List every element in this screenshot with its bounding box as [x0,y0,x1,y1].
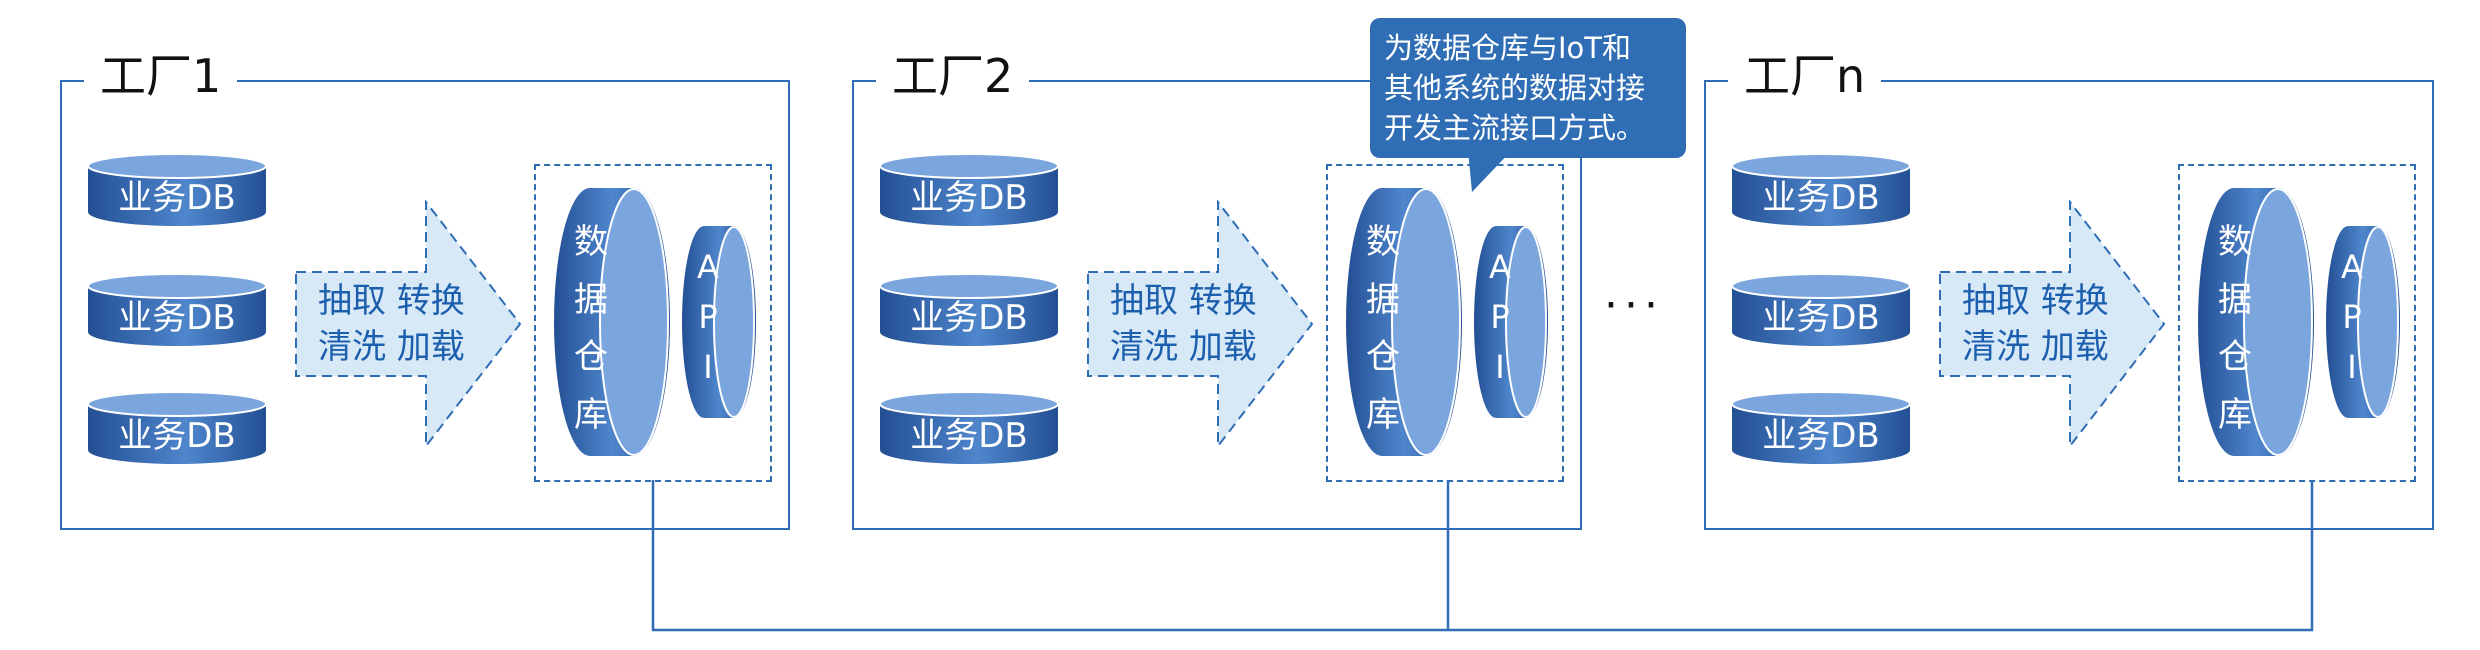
db-label: 业务DB [1762,178,1880,218]
callout-line: 开发主流接口方式。 [1384,111,1646,145]
api-cylinder: A P I [1474,224,1548,420]
db-label: 业务DB [910,178,1028,218]
api-label: A P I [2341,248,2363,386]
warehouse-group: 数 据 仓 库 A P I [2178,164,2416,482]
ellipsis: ··· [1604,280,1664,331]
factory-panel-2: 工厂2 业务DB 业务DB 业务DB 抽取 转换 清洗 加载 数 据 仓 库 [852,36,1582,530]
warehouse-group: 数 据 仓 库 A P I [1326,164,1564,482]
business-db-cylinder: 业务DB [878,152,1060,228]
etl-arrow: 抽取 转换 清洗 加载 [1086,200,1314,448]
etl-label: 抽取 转换 清洗 加载 [1962,281,2109,367]
api-cylinder: A P I [682,224,756,420]
factory-title: 工厂1 [84,36,238,116]
etl-label: 抽取 转换 清洗 加载 [318,281,465,367]
business-db-cylinder: 业务DB [1730,272,1912,348]
business-db-cylinder: 业务DB [86,390,268,466]
etl-arrow: 抽取 转换 清洗 加载 [1938,200,2166,448]
db-label: 业务DB [910,416,1028,456]
business-db-cylinder: 业务DB [86,272,268,348]
etl-label: 抽取 转换 清洗 加载 [1110,281,1257,367]
data-warehouse-cylinder: 数 据 仓 库 [1346,186,1462,458]
callout-tail [1468,150,1512,192]
callout-line: 其他系统的数据对接 [1384,71,1646,105]
callout-line: 为数据仓库与IoT和 [1384,31,1632,65]
db-label: 业务DB [118,416,236,456]
data-warehouse-cylinder: 数 据 仓 库 [2198,186,2314,458]
business-db-cylinder: 业务DB [878,272,1060,348]
warehouse-label: 数 据 仓 库 [574,222,608,435]
db-label: 业务DB [1762,298,1880,338]
db-label: 业务DB [118,178,236,218]
warehouse-label: 数 据 仓 库 [1366,222,1400,435]
warehouse-group: 数 据 仓 库 A P I [534,164,772,482]
factory-title: 工厂n [1728,36,1882,116]
factory-panel-n: 工厂n 业务DB 业务DB 业务DB 抽取 转换 清洗 加载 数 据 仓 库 [1704,36,2434,530]
callout-bubble: 为数据仓库与IoT和 其他系统的数据对接 开发主流接口方式。 [1370,18,1686,158]
factory-panel-1: 工厂1 业务DB 业务DB 业务DB 抽取 转换 清洗 加载 数 据 仓 [60,36,790,530]
data-warehouse-cylinder: 数 据 仓 库 [554,186,670,458]
business-db-cylinder: 业务DB [1730,152,1912,228]
business-db-cylinder: 业务DB [86,152,268,228]
db-label: 业务DB [1762,416,1880,456]
db-label: 业务DB [118,298,236,338]
db-label: 业务DB [910,298,1028,338]
business-db-cylinder: 业务DB [1730,390,1912,466]
api-label: A P I [1489,248,1511,386]
api-cylinder: A P I [2326,224,2400,420]
api-label: A P I [697,248,719,386]
etl-arrow: 抽取 转换 清洗 加载 [294,200,522,448]
factory-title: 工厂2 [876,36,1030,116]
warehouse-label: 数 据 仓 库 [2218,222,2252,435]
business-db-cylinder: 业务DB [878,390,1060,466]
